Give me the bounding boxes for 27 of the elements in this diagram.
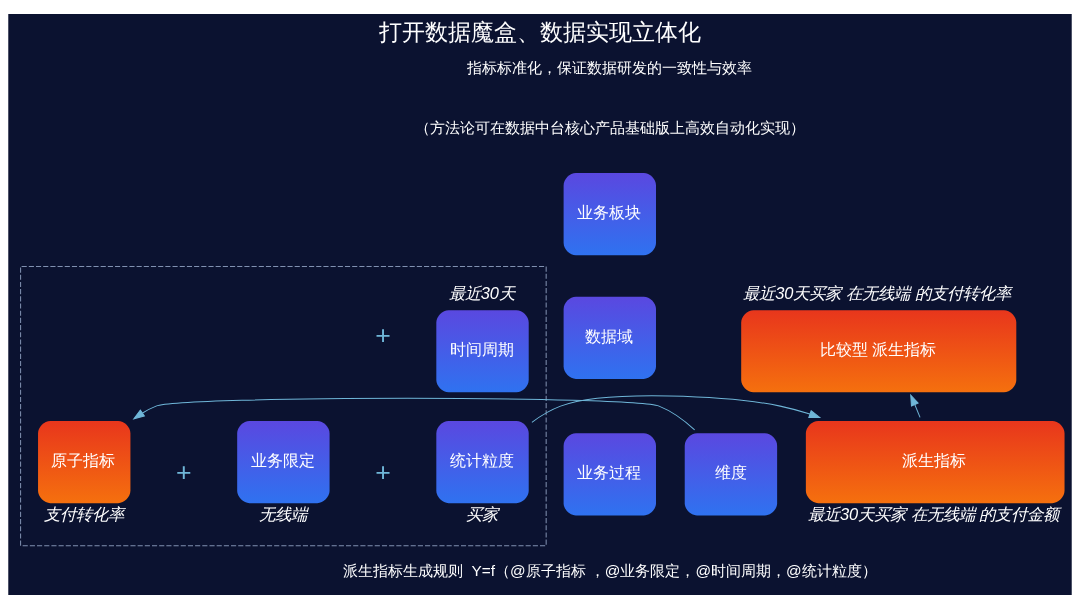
label: + (375, 456, 391, 487)
label: （方法论可在数据中台核心产品基础版上高效自动化实现） (414, 118, 805, 136)
node-box: 时间周期 (436, 309, 529, 392)
label: 派生指标生成规则 Y=f（@原子指标 ，@业务限定，@时间周期，@统计粒度） (342, 561, 877, 579)
node-label: 最近30天买家 在无线端 的支付金额 (807, 504, 1060, 523)
label: 指标标准化，保证数据研发的一致性与效率 (467, 58, 753, 76)
node-box: 统计粒度 (436, 420, 529, 503)
arrow (910, 393, 921, 418)
node-box: 原子指标 (38, 420, 131, 503)
node-label: 买家 (466, 504, 499, 523)
arrow (531, 394, 822, 423)
label: + (375, 319, 391, 350)
node-box: 维度 (684, 432, 778, 515)
cluster (20, 265, 547, 546)
label: + (176, 456, 192, 487)
arrow (132, 397, 696, 430)
node-box: 业务过程 (563, 432, 656, 515)
node-label: 支付转化率 (43, 504, 124, 523)
diagram-title: 打开数据魔盒、数据实现立体化 (379, 19, 701, 45)
node-label: 无线端 (258, 504, 307, 523)
node-label: 最近30天 (448, 283, 515, 302)
node-box: 业务板块 (563, 172, 656, 255)
node-label: 最近30天买家 在无线端 的支付转化率 (743, 283, 1011, 302)
node-box: 比较型 派生指标 (741, 309, 1017, 392)
node-box: 派生指标 (805, 420, 1065, 503)
node-box: 业务限定 (237, 420, 330, 503)
node-box: 数据域 (563, 296, 656, 379)
